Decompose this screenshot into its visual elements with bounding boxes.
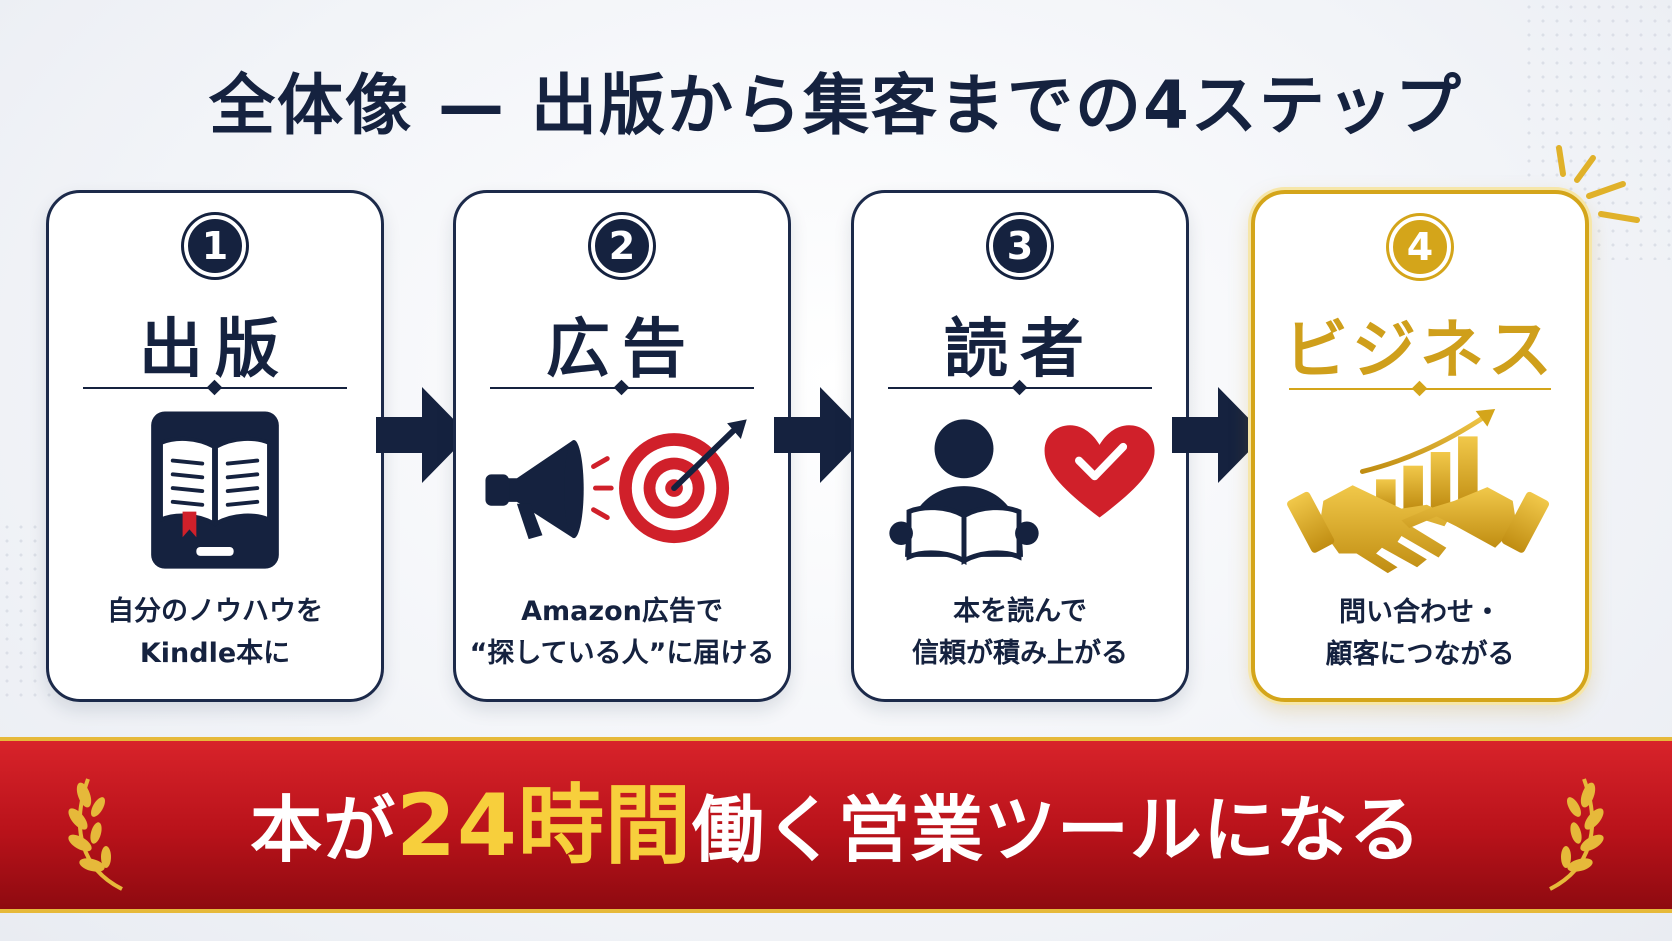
megaphone-icon	[485, 439, 584, 540]
handshake-icon	[1287, 485, 1550, 574]
ebook-reader-icon	[151, 411, 279, 569]
step-description: Amazon広告で “探している人”に届ける	[469, 596, 775, 669]
step-card-business: 4 ビジネス 問い合わせ・ 顧客につながる	[1251, 190, 1589, 702]
step-heading: 読者	[944, 313, 1096, 387]
step-description: 問い合わせ・ 顧客につながる	[1325, 597, 1515, 670]
target-icon	[619, 419, 747, 544]
step-card-ads: 2 広告 Amazon広告で “探している人”に届ける	[453, 190, 791, 702]
divider	[83, 387, 347, 389]
sparkle-rays-icon	[1556, 145, 1640, 223]
page-title: 全体像 — 出版から集客までの4ステップ	[209, 67, 1463, 144]
bar-chart-icon	[1376, 436, 1478, 509]
step-description: 本を読んで 信頼が積み上がる	[912, 596, 1128, 669]
step-number-badge: 1	[184, 215, 246, 277]
heart-check-icon	[1044, 425, 1155, 518]
divider	[1289, 388, 1551, 390]
reader-heart-icon	[889, 419, 1155, 565]
step-card-publish: 1 出版 自分のノウハウを Kindle本に	[46, 190, 384, 702]
step-heading: ビジネス	[1284, 314, 1556, 388]
laurel-left-icon	[68, 778, 123, 891]
step-heading: 出版	[139, 313, 291, 387]
divider	[490, 387, 754, 389]
step-card-readers: 3 読者 本を読んで 信頼が積み上がる	[851, 190, 1189, 702]
step-description: 自分のノウハウを Kindle本に	[107, 596, 323, 669]
megaphone-target-icon	[485, 419, 747, 544]
step-number-badge: 2	[591, 215, 653, 277]
person-reading-icon	[889, 419, 1039, 565]
step-number-badge: 3	[989, 215, 1051, 277]
arrow-right-icon	[376, 387, 469, 483]
step-number-badge: 4	[1389, 216, 1451, 278]
divider	[888, 387, 1152, 389]
arrow-right-icon	[1172, 387, 1265, 483]
laurel-right-icon	[1549, 778, 1604, 891]
slogan-banner: 本が24時間働く営業ツールになる	[0, 737, 1672, 913]
arrow-right-icon	[774, 387, 867, 483]
step-heading: 広告	[546, 313, 698, 387]
slogan-text: 本が24時間働く営業ツールになる	[250, 776, 1422, 876]
handshake-growth-icon	[1287, 409, 1550, 574]
slogan-highlight: 24時間	[396, 776, 692, 876]
